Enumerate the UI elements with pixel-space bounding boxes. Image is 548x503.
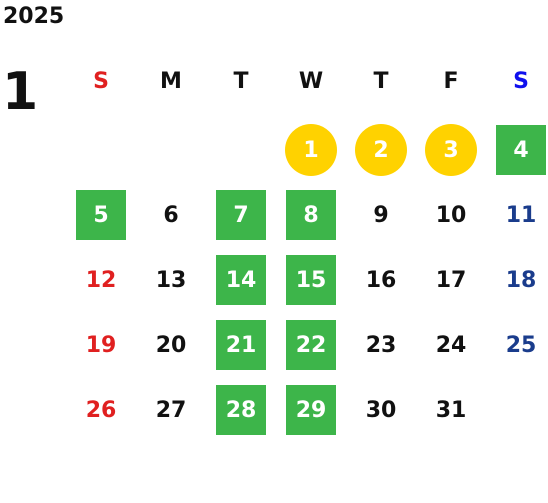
day-cell[interactable]: 2 xyxy=(346,120,416,185)
day-cell[interactable]: 18 xyxy=(486,250,548,315)
day-number: 23 xyxy=(365,332,397,358)
weekday-header-row: S M T W T F S xyxy=(66,64,548,100)
day-number: 30 xyxy=(365,397,397,423)
day-cell[interactable]: 24 xyxy=(416,315,486,380)
day-number: 17 xyxy=(435,267,467,293)
day-cell xyxy=(136,120,206,185)
day-cell[interactable]: 17 xyxy=(416,250,486,315)
weekday-thursday: T xyxy=(373,69,389,94)
day-cell[interactable]: 15 xyxy=(276,250,346,315)
day-number: 12 xyxy=(85,267,117,293)
day-cell[interactable]: 13 xyxy=(136,250,206,315)
day-number: 26 xyxy=(85,397,117,423)
weekday-tuesday: T xyxy=(233,69,249,94)
day-cell[interactable]: 21 xyxy=(206,315,276,380)
day-green-highlight: 8 xyxy=(286,190,336,240)
day-cell[interactable]: 9 xyxy=(346,185,416,250)
day-cell[interactable]: 30 xyxy=(346,380,416,445)
day-green-highlight: 4 xyxy=(496,125,546,175)
day-cell[interactable]: 29 xyxy=(276,380,346,445)
day-cell[interactable]: 16 xyxy=(346,250,416,315)
day-cell[interactable]: 26 xyxy=(66,380,136,445)
day-green-highlight: 5 xyxy=(76,190,126,240)
day-green-highlight: 29 xyxy=(286,385,336,435)
day-cell[interactable]: 6 xyxy=(136,185,206,250)
day-cell[interactable]: 20 xyxy=(136,315,206,380)
month-number: 1 xyxy=(2,62,39,122)
day-cell[interactable]: 12 xyxy=(66,250,136,315)
day-number: 27 xyxy=(155,397,187,423)
day-number: 31 xyxy=(435,397,467,423)
day-green-highlight: 22 xyxy=(286,320,336,370)
day-number: 20 xyxy=(155,332,187,358)
day-number: 24 xyxy=(435,332,467,358)
day-cell[interactable]: 8 xyxy=(276,185,346,250)
day-green-highlight: 7 xyxy=(216,190,266,240)
day-number: 16 xyxy=(365,267,397,293)
day-number: 11 xyxy=(505,202,537,228)
day-yellow-highlight: 1 xyxy=(285,124,337,176)
day-number: 10 xyxy=(435,202,467,228)
day-yellow-highlight: 3 xyxy=(425,124,477,176)
day-number: 13 xyxy=(155,267,187,293)
day-number: 19 xyxy=(85,332,117,358)
day-green-highlight: 14 xyxy=(216,255,266,305)
year-label: 2025 xyxy=(3,4,65,29)
day-cell[interactable]: 10 xyxy=(416,185,486,250)
day-green-highlight: 21 xyxy=(216,320,266,370)
weekday-wednesday: W xyxy=(298,69,324,94)
day-number: 9 xyxy=(373,202,389,228)
weekday-saturday: S xyxy=(513,69,529,94)
day-cell[interactable]: 1 xyxy=(276,120,346,185)
day-cell[interactable]: 5 xyxy=(66,185,136,250)
day-cell xyxy=(486,380,548,445)
weekday-monday: M xyxy=(160,69,182,94)
day-cell[interactable]: 7 xyxy=(206,185,276,250)
day-yellow-highlight: 2 xyxy=(355,124,407,176)
day-cell xyxy=(66,120,136,185)
day-cell[interactable]: 28 xyxy=(206,380,276,445)
day-cell[interactable]: 19 xyxy=(66,315,136,380)
day-number: 18 xyxy=(505,267,537,293)
day-cell[interactable]: 4 xyxy=(486,120,548,185)
day-cell[interactable]: 22 xyxy=(276,315,346,380)
day-cell[interactable]: 25 xyxy=(486,315,548,380)
day-cell xyxy=(206,120,276,185)
day-number: 25 xyxy=(505,332,537,358)
day-cell[interactable]: 3 xyxy=(416,120,486,185)
day-cell[interactable]: 27 xyxy=(136,380,206,445)
weekday-sunday: S xyxy=(93,69,109,94)
day-cell[interactable]: 31 xyxy=(416,380,486,445)
weekday-friday: F xyxy=(443,69,459,94)
day-cell[interactable]: 14 xyxy=(206,250,276,315)
day-green-highlight: 15 xyxy=(286,255,336,305)
day-number: 6 xyxy=(163,202,179,228)
day-cell[interactable]: 11 xyxy=(486,185,548,250)
day-green-highlight: 28 xyxy=(216,385,266,435)
day-cell[interactable]: 23 xyxy=(346,315,416,380)
